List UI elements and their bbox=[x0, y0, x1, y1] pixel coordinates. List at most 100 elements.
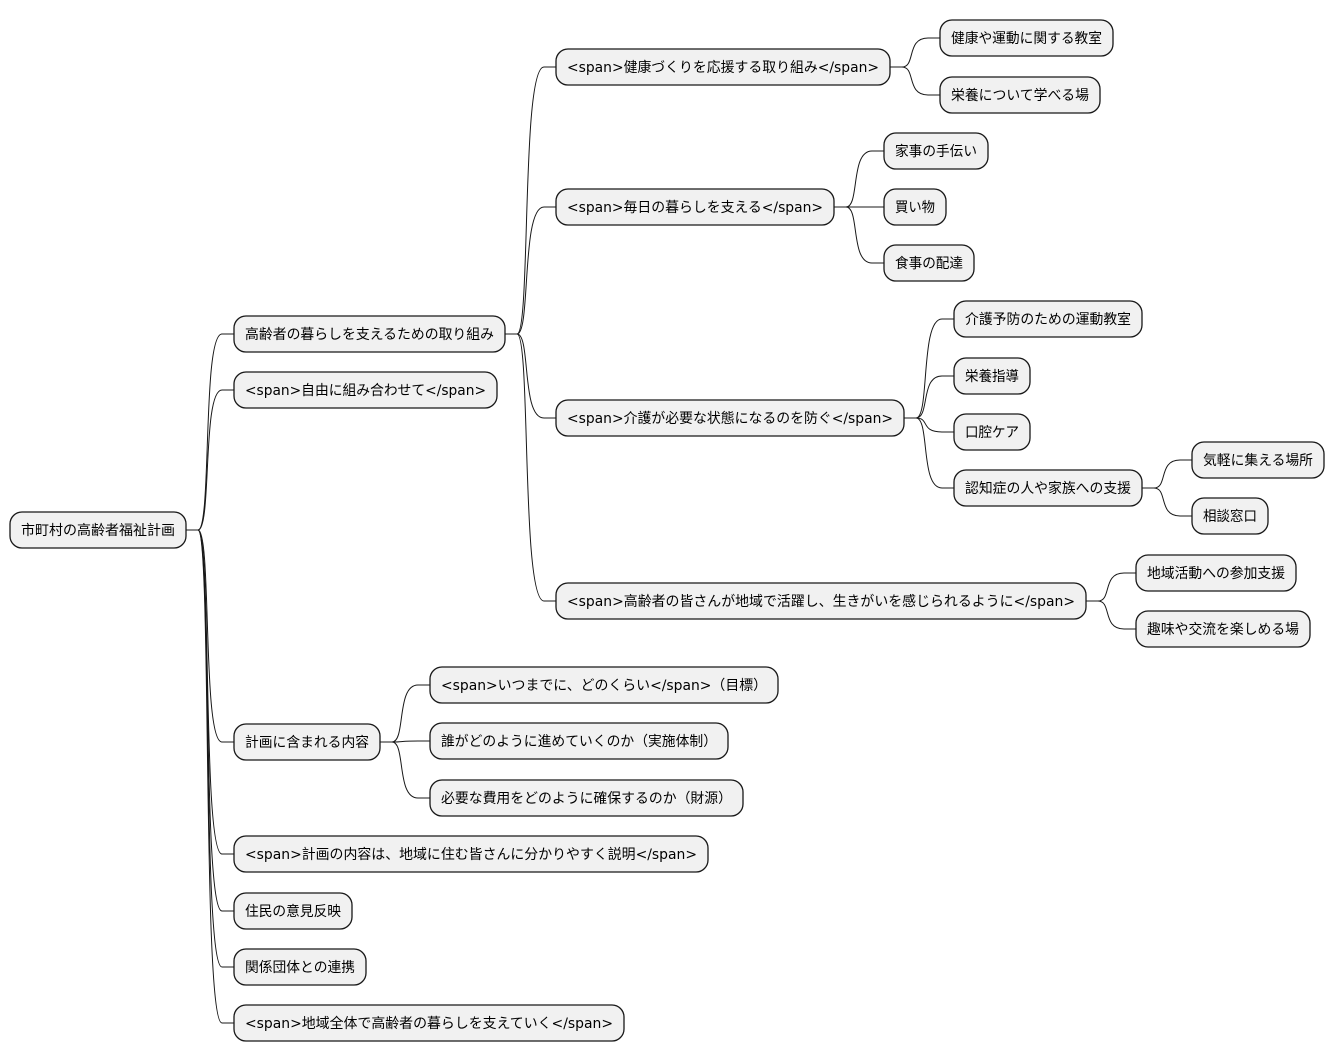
mindmap-node: 関係団体との連携 bbox=[233, 948, 367, 986]
node-box bbox=[233, 371, 498, 409]
mindmap-node: <span>地域全体で高齢者の暮らしを支えていく</span> bbox=[233, 1004, 625, 1042]
edge-n1b-n1b1 bbox=[834, 150, 884, 208]
node-label: 口腔ケア bbox=[965, 425, 1019, 441]
edge-root-n1 bbox=[186, 333, 234, 531]
node-box bbox=[429, 722, 729, 760]
mindmap-node: 栄養について学べる場 bbox=[939, 76, 1101, 114]
mindmap-node: 家事の手伝い bbox=[883, 132, 989, 170]
node-label: 必要な費用をどのように確保するのか（財源） bbox=[441, 791, 732, 807]
node-label: <span>いつまでに、どのくらい</span>（目標） bbox=[441, 678, 767, 694]
mindmap-node: <span>健康づくりを応援する取り組み</span> bbox=[555, 48, 891, 86]
node-box bbox=[233, 892, 353, 930]
node-box bbox=[555, 188, 835, 226]
edge-n1c-n1c3 bbox=[904, 417, 954, 433]
node-label: 介護予防のための運動教室 bbox=[965, 311, 1131, 328]
mindmap-node: 食事の配達 bbox=[883, 244, 975, 282]
node-box bbox=[9, 511, 187, 549]
node-label: 食事の配達 bbox=[895, 255, 963, 272]
node-label: <span>介護が必要な状態になるのを防ぐ</span> bbox=[567, 411, 893, 427]
node-label: 高齢者の暮らしを支えるための取り組み bbox=[245, 326, 494, 343]
node-box bbox=[429, 666, 779, 704]
node-label: 栄養指導 bbox=[965, 368, 1019, 385]
node-label: 関係団体との連携 bbox=[245, 960, 355, 976]
mindmap-node: 誰がどのように進めていくのか（実施体制） bbox=[429, 722, 729, 760]
mindmap-node: <span>自由に組み合わせて</span> bbox=[233, 371, 498, 409]
edge-n1d-n1d1 bbox=[1086, 572, 1136, 602]
node-box bbox=[233, 315, 506, 353]
edge-n1c4-n1c4a bbox=[1142, 459, 1192, 489]
node-box bbox=[233, 723, 381, 761]
root-node: 市町村の高齢者福祉計画 bbox=[9, 511, 187, 549]
edge-n3-n3c bbox=[380, 741, 430, 799]
node-label: 買い物 bbox=[895, 200, 935, 216]
mindmap-node: <span>計画の内容は、地域に住む皆さんに分かりやすく説明</span> bbox=[233, 835, 709, 873]
node-box bbox=[233, 1004, 625, 1042]
edge-n1a-n1a1 bbox=[890, 37, 940, 68]
node-box bbox=[429, 779, 744, 817]
node-box bbox=[953, 300, 1143, 338]
mindmap-node: 住民の意見反映 bbox=[233, 892, 353, 930]
node-box bbox=[939, 19, 1114, 57]
mindmap-node: 認知症の人や家族への支援 bbox=[953, 469, 1143, 507]
edge-n3-n3a bbox=[380, 684, 430, 743]
mindmap-node: 趣味や交流を楽しめる場 bbox=[1135, 610, 1311, 648]
node-box bbox=[1191, 441, 1325, 479]
node-label: <span>計画の内容は、地域に住む皆さんに分かりやすく説明</span> bbox=[245, 846, 697, 863]
node-label: 家事の手伝い bbox=[895, 143, 977, 160]
mindmap-node: 地域活動への参加支援 bbox=[1135, 554, 1297, 592]
mindmap-nodes: 市町村の高齢者福祉計画 高齢者の暮らしを支えるための取り組み <span>健康づくり… bbox=[9, 19, 1325, 1042]
node-box bbox=[233, 948, 367, 986]
mindmap-node: 相談窓口 bbox=[1191, 497, 1269, 535]
node-label: 誰がどのように進めていくのか（実施体制） bbox=[441, 734, 717, 750]
connector-lines bbox=[186, 37, 1192, 1024]
node-box bbox=[953, 357, 1031, 395]
edge-n1a-n1a2 bbox=[890, 66, 940, 96]
node-label: 気軽に集える場所 bbox=[1203, 452, 1313, 469]
node-box bbox=[555, 582, 1087, 620]
mindmap-node: 介護予防のための運動教室 bbox=[953, 300, 1143, 338]
mindmap-node: 栄養指導 bbox=[953, 357, 1031, 395]
edge-root-n3 bbox=[186, 529, 234, 743]
node-label: <span>健康づくりを応援する取り組み</span> bbox=[567, 59, 879, 76]
node-label: 住民の意見反映 bbox=[245, 903, 341, 920]
node-box bbox=[883, 244, 975, 282]
edge-n1c-n1c1 bbox=[904, 318, 954, 419]
edge-n1-n1b bbox=[505, 206, 556, 335]
node-box bbox=[1135, 610, 1311, 648]
node-box bbox=[953, 469, 1143, 507]
edge-n1d-n1d2 bbox=[1086, 600, 1136, 630]
node-label: 市町村の高齢者福祉計画 bbox=[21, 522, 175, 539]
edge-root-n7 bbox=[186, 529, 234, 1024]
node-label: 認知症の人や家族への支援 bbox=[965, 480, 1131, 497]
edge-n1b-n1b3 bbox=[834, 206, 884, 264]
node-label: <span>自由に組み合わせて</span> bbox=[245, 383, 486, 399]
mindmap-node: 気軽に集える場所 bbox=[1191, 441, 1325, 479]
node-label: 健康や運動に関する教室 bbox=[951, 30, 1102, 47]
node-box bbox=[555, 48, 891, 86]
mindmap-node: 計画に含まれる内容 bbox=[233, 723, 381, 761]
edge-n1c-n1c4 bbox=[904, 417, 954, 489]
mindmap-node: 買い物 bbox=[883, 188, 947, 226]
node-label: 計画に含まれる内容 bbox=[245, 734, 369, 751]
mindmap-node: 必要な費用をどのように確保するのか（財源） bbox=[429, 779, 744, 817]
node-box bbox=[233, 835, 709, 873]
edge-n1c4-n1c4b bbox=[1142, 487, 1192, 517]
mindmap-node: 高齢者の暮らしを支えるための取り組み bbox=[233, 315, 506, 353]
mindmap-node: 健康や運動に関する教室 bbox=[939, 19, 1114, 57]
mindmap-node: 口腔ケア bbox=[953, 413, 1031, 451]
mindmap-node: <span>毎日の暮らしを支える</span> bbox=[555, 188, 835, 226]
node-box bbox=[939, 76, 1101, 114]
node-box bbox=[1135, 554, 1297, 592]
edge-n1c-n1c2 bbox=[904, 375, 954, 419]
edge-n1-n1a bbox=[505, 66, 556, 335]
mindmap-node: <span>いつまでに、どのくらい</span>（目標） bbox=[429, 666, 779, 704]
edge-root-n2 bbox=[186, 389, 234, 531]
node-box bbox=[1191, 497, 1269, 535]
mindmap-node: <span>高齢者の皆さんが地域で活躍し、生きがいを感じられるように</span… bbox=[555, 582, 1087, 620]
node-label: 地域活動への参加支援 bbox=[1147, 565, 1285, 582]
node-label: <span>地域全体で高齢者の暮らしを支えていく</span> bbox=[245, 1015, 613, 1032]
node-label: 趣味や交流を楽しめる場 bbox=[1147, 621, 1299, 638]
mindmap-node: <span>介護が必要な状態になるのを防ぐ</span> bbox=[555, 399, 905, 437]
node-label: 相談窓口 bbox=[1203, 508, 1257, 525]
